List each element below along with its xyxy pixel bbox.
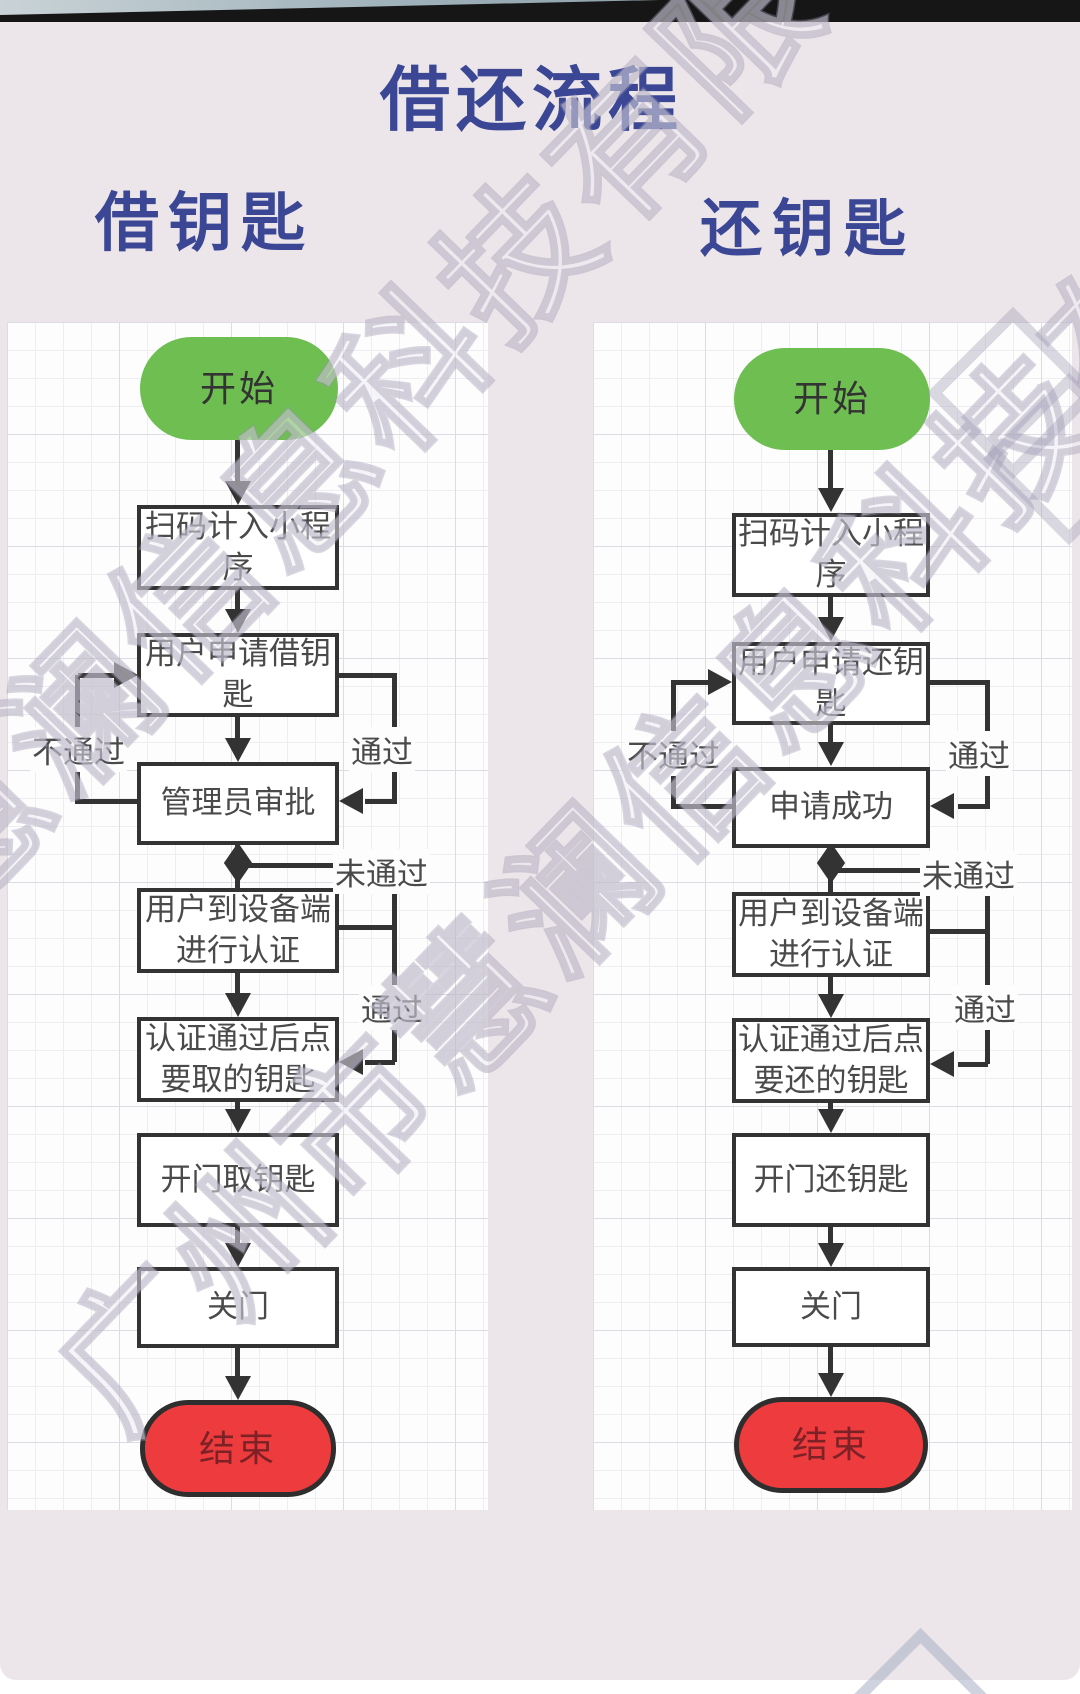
left-fail-loop-bottom [78, 799, 137, 804]
left-arrow-open-close [235, 1227, 240, 1244]
right-node-apply: 用户申请还钥 匙 [732, 642, 930, 725]
right-node-open: 开门还钥匙 [732, 1133, 930, 1227]
right-label-pass: 通过 [946, 731, 1012, 776]
right-auth-exit-line [930, 929, 988, 934]
left-arrowhead-apply-approve [225, 738, 251, 762]
left-node-apply: 用户申请借钥 匙 [137, 633, 339, 717]
left-node-close: 关门 [137, 1267, 339, 1348]
right-fail-loop-bottom [674, 804, 732, 809]
left-arrowhead-auth-pick [225, 993, 251, 1017]
left-arrowhead-open-close [225, 1243, 251, 1267]
left-flow-heading: 借钥匙 [95, 186, 314, 261]
right-arrow-auth-pick [828, 977, 833, 995]
right-node-scan: 扫码计入小程 序 [732, 513, 930, 597]
right-arrow-apply-approve [828, 725, 833, 744]
left-node-auth: 用户到设备端 进行认证 [137, 888, 339, 973]
left-fail-loop-arrowhead [114, 662, 138, 688]
left-label-auth-fail: 未通过 [333, 849, 430, 894]
right-node-auth: 用户到设备端 进行认证 [732, 892, 930, 977]
left-fail-loop-top [78, 673, 118, 678]
left-arrowhead-start-scan [225, 481, 251, 505]
right-arrowhead-scan-apply [818, 617, 844, 641]
left-label-auth-pass: 通过 [359, 985, 425, 1030]
right-arrow-close-end [828, 1347, 833, 1374]
right-node-start: 开始 [734, 348, 930, 450]
right-flow-heading: 还钥匙 [700, 192, 917, 265]
right-arrow-start-scan [828, 450, 833, 490]
left-pass-loop-top [339, 673, 395, 678]
left-arrow-close-end [235, 1348, 240, 1377]
right-pass-loop-top [930, 680, 988, 685]
left-node-scan: 扫码计入小程 序 [137, 505, 339, 590]
left-node-approve: 管理员审批 [137, 762, 339, 845]
right-auth-branch-vertical [985, 868, 990, 1064]
left-arrow-scan-apply [235, 590, 240, 610]
right-arrowhead-auth-pick [818, 994, 844, 1018]
right-arrowhead-start-scan [818, 488, 844, 512]
left-authfail-line [238, 863, 395, 868]
left-arrowhead-scan-apply [225, 609, 251, 633]
right-fail-loop-arrowhead [708, 669, 732, 695]
right-fail-loop-top [674, 680, 712, 685]
left-auth-exit-line [339, 925, 395, 930]
right-node-close: 关门 [732, 1267, 930, 1347]
right-label-auth-fail: 未通过 [920, 851, 1017, 896]
left-pass-loop-arrowhead [339, 788, 363, 814]
right-pass-loop-arrowhead [930, 793, 954, 819]
left-label-pass: 通过 [349, 727, 415, 772]
left-authpass-arrowhead [339, 1049, 363, 1075]
right-arrow-open-close [828, 1227, 833, 1244]
right-arrowhead-pick-open [818, 1109, 844, 1133]
left-auth-branch-vertical [392, 863, 397, 1062]
left-node-end: 结束 [140, 1400, 336, 1497]
photo-top-edge-highlight [0, 0, 660, 15]
photo-top-edge [0, 0, 1080, 22]
right-node-approve: 申请成功 [732, 767, 930, 848]
right-arrow-pick-open [828, 1103, 833, 1110]
right-arrowhead-close-end [818, 1373, 844, 1397]
left-pass-loop-bottom [365, 799, 395, 804]
right-label-auth-pass: 通过 [952, 985, 1018, 1030]
left-label-fail: 不通过 [30, 727, 127, 772]
right-node-end: 结束 [734, 1397, 928, 1493]
left-arrow-start-scan [235, 440, 240, 482]
page-title: 借还流程 [380, 58, 684, 141]
left-node-pick: 认证通过后点 要取的钥匙 [137, 1017, 339, 1102]
right-authpass-line [958, 1062, 988, 1067]
left-arrow-auth-pick [235, 973, 240, 994]
left-authpass-line [365, 1060, 395, 1065]
right-arrowhead-open-close [818, 1243, 844, 1267]
left-arrow-pick-open [235, 1102, 240, 1110]
left-arrowhead-close-end [225, 1376, 251, 1400]
right-arrow-scan-apply [828, 597, 833, 619]
left-arrow-apply-approve [235, 717, 240, 739]
left-arrowhead-pick-open [225, 1109, 251, 1133]
right-label-fail: 不通过 [625, 731, 722, 776]
left-node-open: 开门取钥匙 [137, 1133, 339, 1227]
right-pass-loop-bottom [958, 804, 988, 809]
left-node-start: 开始 [140, 337, 338, 440]
right-arrowhead-apply-approve [818, 742, 844, 766]
right-node-pick: 认证通过后点 要还的钥匙 [732, 1018, 930, 1103]
right-authpass-arrowhead [930, 1051, 954, 1077]
right-authfail-line [831, 868, 988, 873]
